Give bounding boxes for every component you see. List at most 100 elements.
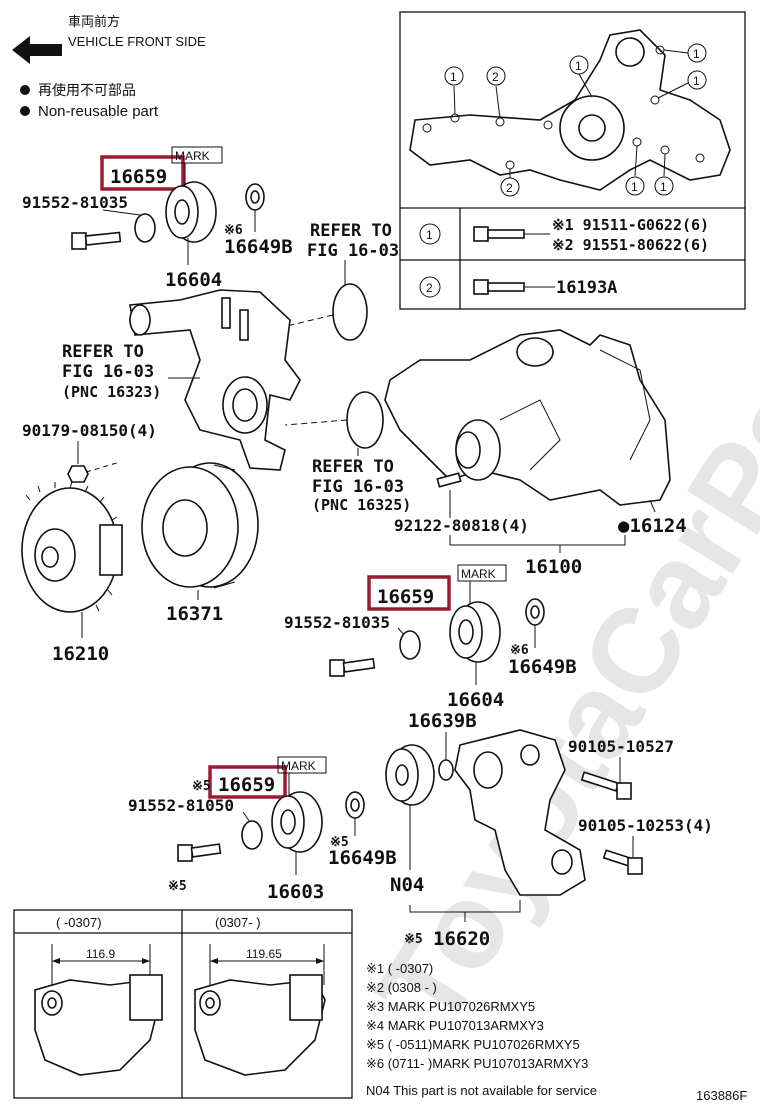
nut-icon: [67, 465, 89, 483]
tensioner-pulley-n04: [385, 744, 435, 806]
pn-16659-top: 16659: [110, 166, 167, 188]
refer-to-top: REFER TO: [310, 221, 392, 241]
pn-n04: N04: [390, 874, 424, 896]
highlight-box: [367, 575, 451, 611]
fan-pulley-16371: [141, 462, 259, 589]
spacer-icon: [438, 759, 454, 781]
svg-text:1: 1: [660, 180, 667, 194]
fig-ref-top: FIG 16-03: [307, 241, 399, 261]
inset-left-range: ( -0307): [56, 915, 102, 930]
pn-16649b-top: 16649B: [224, 236, 293, 258]
pn-16371: 16371: [166, 603, 223, 625]
svg-text:2: 2: [426, 281, 433, 295]
pn-90179-08150: 90179-08150(4): [22, 421, 157, 440]
note-2: ※2 (0308 - ): [366, 980, 437, 995]
note-3: ※3 MARK PU107026RMXY5: [366, 999, 535, 1014]
washer-icon: [134, 213, 156, 243]
mark-label-mid: MARK: [461, 567, 496, 581]
inset-right-dim: 119.65: [246, 947, 282, 961]
sym6-top: ※6: [224, 223, 243, 238]
pn-91552-81035-mid: 91552-81035: [284, 613, 390, 632]
mark-tag: [171, 146, 223, 164]
tensioner-bracket: [454, 729, 586, 896]
pnc-16323: (PNC 16323): [62, 383, 161, 401]
o-ring-mid: [346, 391, 384, 449]
svg-text:2: 2: [506, 181, 513, 195]
refer-to-mid: REFER TO: [312, 457, 394, 477]
fan-coupling-16210: [21, 481, 123, 613]
bolt-icon: [473, 226, 550, 242]
legend-row-1-line2: ※2 91551-80622(6): [552, 236, 709, 254]
gasket-callout-3: 1: [569, 55, 589, 75]
nonreuse-dot-icon: [20, 106, 30, 116]
gasket-callout-7: 1: [625, 176, 645, 196]
bolt-icon: [177, 843, 222, 862]
water-inlet-housing: [129, 289, 301, 471]
sym5-16649b: ※5: [330, 835, 349, 850]
svg-text:1: 1: [631, 180, 638, 194]
nonreuse-label-jp: 再使用不可部品: [38, 82, 136, 98]
gasket-callout-2: 2: [486, 66, 506, 86]
nonreuse-label-en: Non-reusable part: [38, 103, 159, 120]
fig-ref-mid: FIG 16-03: [312, 477, 404, 497]
inset-right-drawing: [194, 944, 326, 1076]
nonreuse-dot-icon: [20, 85, 30, 95]
gasket-callout-6: 2: [500, 177, 520, 197]
inset-left-dim: 116.9: [86, 947, 115, 961]
pn-16603: 16603: [267, 881, 324, 903]
legend-row-2: 2 16193A: [419, 276, 617, 298]
mark-label-top: MARK: [175, 149, 210, 163]
stud-icon: [436, 472, 462, 488]
bolt-icon: [71, 231, 122, 250]
sym6-mid: ※6: [510, 643, 529, 658]
pn-16620: 16620: [433, 928, 490, 950]
svg-text:1: 1: [450, 70, 457, 84]
cap-16649b-bot: [345, 791, 365, 819]
inset-right-range: (0307- ): [215, 915, 261, 930]
cap-16649b-mid: [525, 598, 545, 626]
pn-16210: 16210: [52, 643, 109, 665]
pn-16604-mid: 16604: [447, 689, 504, 711]
refer-to-left: REFER TO: [62, 342, 144, 362]
washer-icon: [399, 630, 421, 660]
pn-16649b-mid: 16649B: [508, 656, 577, 678]
pn-16639b: 16639B: [408, 710, 477, 732]
pn-92122-80818: 92122-80818(4): [394, 516, 529, 535]
legend-row-1-line1: ※1 91511-G0622(6): [552, 216, 709, 234]
idler-pulley-16603: [271, 791, 323, 853]
bolt-icon: [580, 771, 632, 800]
idler-pulley-16604-top: [165, 181, 217, 243]
pn-16100: 16100: [525, 556, 582, 578]
cap-16649b-top: [245, 183, 265, 211]
front-side-arrow-icon: [12, 36, 62, 64]
fig-ref-left: FIG 16-03: [62, 362, 154, 382]
pn-90105-10253: 90105-10253(4): [578, 816, 713, 835]
note-5: ※5 ( -0511)MARK PU107026RMXY5: [366, 1037, 580, 1052]
pn-16659-bot: 16659: [218, 774, 275, 796]
pn-16659-mid: 16659: [377, 586, 434, 608]
bolt-icon: [602, 849, 643, 875]
note-1: ※1 ( -0307): [366, 961, 433, 976]
mark-label-bot: MARK: [281, 759, 316, 773]
gasket-callout-8: 1: [654, 176, 674, 196]
svg-text:1: 1: [693, 74, 700, 88]
n04-note: N04 This part is not available for servi…: [366, 1083, 597, 1098]
sym5-16659: ※5: [192, 779, 211, 794]
pn-90105-10527: 90105-10527: [568, 737, 674, 756]
legend-row-1: 1 ※1 91511-G0622(6) ※2 91551-80622(6): [419, 216, 709, 254]
svg-text:1: 1: [693, 47, 700, 61]
legend-row-2-part: 16193A: [556, 278, 617, 298]
highlight-box: [208, 765, 287, 799]
idler-pulley-16604-mid: [449, 601, 501, 663]
o-ring-top: [332, 283, 368, 341]
highlight-box: [100, 155, 185, 191]
front-label-en: VEHICLE FRONT SIDE: [68, 34, 206, 49]
gasket-callout-5: 1: [687, 70, 707, 90]
pn-16124: ●16124: [618, 515, 687, 537]
pn-16649b-bot: 16649B: [328, 847, 397, 869]
pn-91552-81050: 91552-81050: [128, 796, 234, 815]
pnc-16325: (PNC 16325): [312, 496, 411, 514]
gasket-detail-box: [399, 11, 746, 310]
